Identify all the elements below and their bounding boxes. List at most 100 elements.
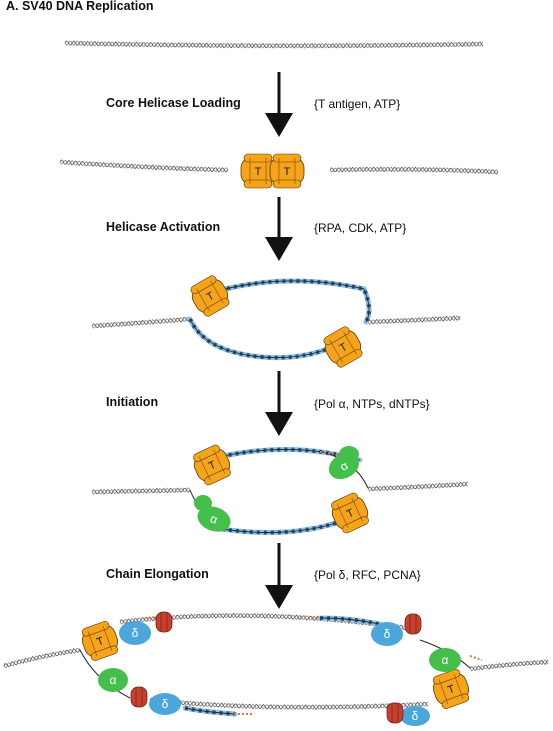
t-hexamer-row-4-left-label: T	[207, 459, 218, 473]
t-hexamer-row-5-right-lobe-bottom	[441, 693, 470, 709]
dna-row-5-bottom-duplex	[149, 697, 429, 711]
dna-row-2-left-strand-b	[59, 159, 229, 173]
dna-row-4-left-strand-b	[91, 487, 191, 495]
dna-row-2-left	[59, 159, 229, 173]
pol-delta-row-5-top-right-label: δ	[384, 627, 391, 641]
t-hexamer-row-5-left-lobe-top	[81, 621, 110, 637]
t-hexamer-right: T	[269, 153, 305, 189]
t-hexamer-left-lobe-bottom	[243, 179, 273, 189]
dna-row-3-right-strand-a	[367, 315, 461, 325]
ss-rpa-row-3-top-ss-strand	[199, 280, 370, 323]
primer-row-5-top	[299, 616, 319, 619]
pol-delta-row-5-top-left-shape	[119, 621, 151, 645]
pcna-row-5-bottom-left	[130, 686, 148, 708]
dna-row-5-bottom-duplex-strand-a	[149, 698, 429, 711]
dna-row-5-left-strand-b	[3, 648, 81, 667]
t-hexamer-row-5-left-ridge-1	[87, 631, 98, 657]
pol-alpha-row-5-right-label: α	[442, 653, 449, 667]
dna-row-5-right	[469, 659, 549, 672]
dna-row-5-left	[3, 647, 81, 669]
dna-row-5-left-strand-a	[3, 647, 81, 669]
pcna-row-5-top-left	[155, 611, 173, 633]
t-hexamer-row-4-right-ridge-2	[351, 497, 364, 522]
t-hexamer-right-lobe-top	[272, 153, 302, 163]
ss-rpa-row-3-top	[197, 278, 372, 325]
t-hexamer-row-5-right-label: T	[446, 683, 457, 697]
pcna-row-5-bottom-left-ring	[130, 686, 148, 708]
ss-rpa-row-3-bottom-rpa-coat	[187, 316, 333, 361]
ss-rpa-row-3-bottom-ss-strand	[189, 318, 331, 359]
dna-row-2-right	[329, 166, 499, 175]
t-hexamer-row-4-right-lobe-bottom	[342, 516, 369, 534]
dna-row-3-left-strand-b	[91, 317, 191, 328]
step-2-name: Helicase Activation	[106, 220, 221, 234]
t-hexamer-row-4-left-lobe-top	[193, 444, 220, 462]
pol-alpha-row-4-bottom: α	[197, 506, 231, 532]
ss-rpa-row-3-bottom	[187, 316, 333, 361]
step-4-reagents: {Pol δ, RFC, PCNA}	[314, 568, 421, 582]
dna-row-3-right-strand-b	[367, 315, 461, 325]
arrow-4	[265, 543, 293, 609]
dna-row-4-right-strand-a	[367, 481, 469, 492]
step-1-reagents: {T antigen, ATP}	[314, 97, 401, 111]
pol-delta-row-5-bottom-left-label: δ	[162, 697, 169, 711]
pol-alpha-row-4-bottom-label: α	[208, 511, 219, 527]
ss-rpa-row-4-bottom	[212, 517, 348, 535]
pol-alpha-row-4-top-cap	[339, 446, 359, 462]
primer-row-4-top	[319, 451, 341, 456]
pcna-row-5-top-right	[404, 613, 422, 635]
arrow-1	[265, 72, 293, 137]
arrow-3	[265, 371, 293, 436]
pol-delta-row-5-top-right-shape	[371, 622, 403, 646]
step-3-name: Initiation	[106, 395, 159, 409]
step-4-name: Chain Elongation	[106, 567, 209, 581]
t-hexamer-row-4-right-lobe-top	[331, 492, 358, 510]
pol-alpha-row-5-right-shape	[429, 648, 461, 672]
t-hexamer-row-5-left-lobe-bottom	[90, 645, 119, 661]
pol-alpha-row-4-bottom-shape	[197, 506, 231, 532]
t-hexamer-left-label: T	[255, 166, 262, 178]
t-hexamer-row-4-right-label: T	[345, 507, 356, 521]
pol-delta-row-5-bottom-left: δ	[149, 693, 181, 715]
dna-row-3-right	[367, 315, 461, 325]
t-hexamer-row-5-right: T	[432, 669, 470, 709]
t-hexamer-row-4-right: T	[331, 492, 369, 534]
t-hexamer-row-5-left-label: T	[95, 635, 106, 649]
t-hexamer-row-3-right-ridge-1	[329, 339, 343, 363]
dna-row-5-bottom-duplex-strand-b	[149, 697, 429, 711]
t-hexamer-row-4-left-lobe-bottom	[204, 468, 231, 486]
pcna-row-5-top-left-ring	[155, 611, 173, 633]
pol-alpha-row-4-bottom-cap-shape	[194, 495, 212, 511]
t-hexamer-row-5-right-ridge-2	[453, 673, 464, 699]
figure-title: A. SV40 DNA Replication	[6, 0, 154, 13]
t-hexamer-row-3-right: T	[323, 326, 363, 368]
arrow-layer	[265, 72, 293, 609]
dna-row-4-right	[367, 481, 469, 492]
pcna-row-5-bottom-right	[386, 702, 404, 724]
t-hexamer-row-4-right-ridge-1	[336, 504, 349, 529]
step-2-reagents: {RPA, CDK, ATP}	[314, 221, 407, 235]
ss-rpa-row-5-bottom	[182, 705, 238, 717]
dna-row-3-left	[91, 316, 191, 329]
t-hexamer-row-5-right-lobe-top	[432, 669, 461, 685]
pcna-row-5-bottom-right-ring	[386, 702, 404, 724]
t-hexamer-row-3-left: T	[190, 275, 230, 317]
t-hexamer-row-5-left: T	[81, 621, 119, 661]
t-hexamer-row-3-left-ridge-2	[210, 280, 224, 304]
arrow-2-head	[265, 237, 293, 261]
ss-rpa-row-4-bottom-ss-strand	[214, 519, 346, 533]
t-hexamer-left-lobe-top	[243, 153, 273, 163]
dna-row-5-right-strand-a	[469, 659, 549, 672]
pol-alpha-row-5-left: α	[98, 668, 128, 692]
pol-alpha-row-5-left-shape	[98, 668, 128, 692]
t-hexamer-row-4-left-ridge-1	[198, 456, 211, 481]
pol-delta-row-5-bottom-left-shape	[149, 693, 181, 715]
t-hexamer-row-4-left-ridge-2	[213, 449, 226, 474]
dna-row-4-right-strand-b	[367, 481, 469, 492]
dna-row-4-left	[91, 487, 191, 495]
t-hexamer-row-5-left-ridge-2	[102, 625, 113, 651]
t-hexamer-row-3-right-ridge-2	[343, 331, 357, 355]
